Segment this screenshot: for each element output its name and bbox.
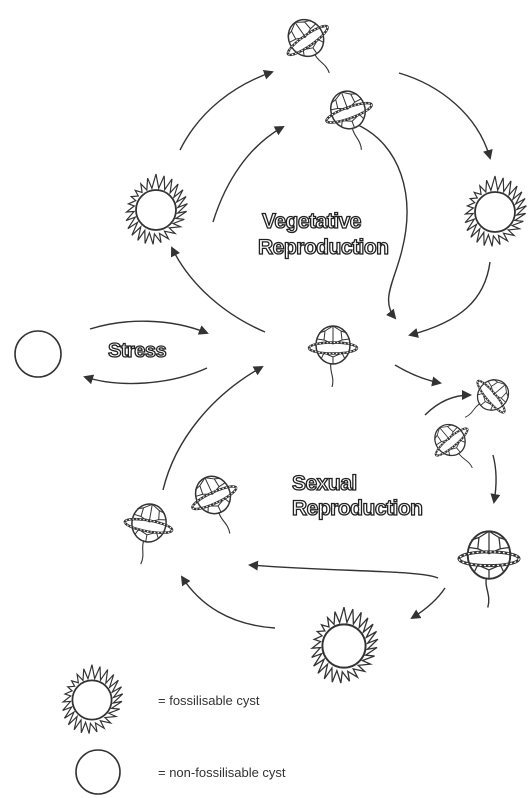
arrow-icon (180, 72, 272, 150)
smooth-cyst-icon (15, 331, 61, 377)
dinoflagellate-cell-icon (118, 500, 176, 568)
arrow-icon (172, 248, 265, 332)
arrow-icon (410, 262, 490, 335)
arrow-icon (163, 367, 262, 490)
sexual-label-line2: Reproduction (292, 498, 423, 519)
vegetative-label-line2: Reproduction (258, 237, 389, 258)
arrow-icon (395, 365, 440, 383)
arrow-icon (358, 125, 407, 318)
arrow-icon (250, 565, 438, 578)
legend-fossilisable-text: = fossilisable cyst (158, 693, 260, 708)
dinoflagellate-cell-icon (459, 531, 519, 607)
dinoflagellate-cell-icon (309, 326, 357, 387)
legend-non-fossilisable-text: = non-fossilisable cyst (158, 765, 286, 780)
legend-fossilisable-icon (63, 665, 123, 734)
arrow-icon (85, 368, 207, 383)
spiny-cyst-icon (126, 174, 187, 244)
spiny-cyst-icon (465, 176, 526, 246)
dinoflagellate-cell-icon (319, 84, 385, 158)
arrow-icon (493, 455, 496, 502)
arrow-icon (425, 395, 470, 415)
dinoflagellate-cell-icon (424, 415, 489, 481)
dinoflagellate-cell-icon (183, 468, 252, 544)
sexual-label-line1: Sexual (292, 473, 357, 494)
dinoflagellate-cell-icon (275, 9, 349, 86)
legend-non-fossilisable-icon (76, 750, 120, 794)
vegetative-label-line1: Vegetative (262, 211, 361, 232)
arrow-icon (399, 73, 490, 158)
stress-label: Stress (108, 341, 166, 361)
arrow-icon (412, 588, 445, 618)
dinoflagellate-cell-icon (453, 369, 519, 434)
spiny-cyst-icon (312, 607, 378, 683)
arrow-icon (213, 127, 283, 222)
arrow-icon (90, 321, 207, 333)
arrow-icon (182, 577, 275, 628)
